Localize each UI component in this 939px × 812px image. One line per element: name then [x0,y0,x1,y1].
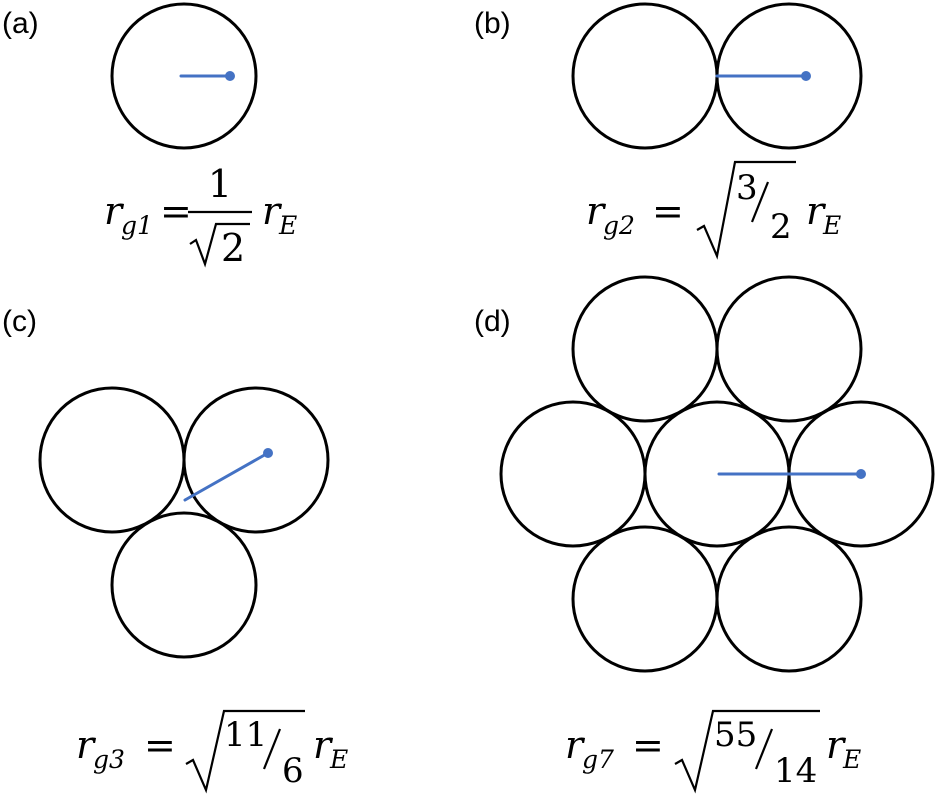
circle [571,525,719,673]
radius-line [183,451,270,502]
radius-endpoint-dot [856,469,866,479]
formula-d: r g7 = 55 14 r E [565,709,861,794]
formula-var: r [104,189,125,233]
formula-a: r g1 = 1 2 r E [104,162,297,270]
panel-a: (a) r g1 = 1 2 r E [2,2,297,270]
sqrt-sign [696,160,796,260]
circle [571,275,719,423]
formula-equals: = [632,723,664,767]
panel-label-d: (d) [474,305,511,338]
panel-label-a: (a) [2,7,39,40]
fraction-slash [750,181,770,223]
formula-tail-subscript: E [278,211,297,240]
formula-subscript: g7 [582,745,614,774]
fraction-slash [262,728,282,770]
circle [571,2,719,150]
fraction-slash [754,728,774,770]
formula-b: r g2 = 3 2 r E [586,160,841,260]
formula-tail-var: r [313,723,334,767]
formula-var: r [565,723,586,767]
formula-subscript: g3 [93,745,125,774]
panel-label-b: (b) [474,7,511,40]
circle [182,386,330,534]
circle [110,511,258,659]
formula-numerator: 1 [208,162,232,206]
formula-subscript: g1 [121,211,153,240]
panel-c: (c) r g3 = 11 6 r E [2,305,348,794]
formula-equals: = [652,189,684,233]
radius-endpoint-dot [263,448,273,458]
sqrt-sign [189,222,250,268]
formula-equals: = [160,189,192,233]
formula-tail-var: r [806,189,827,233]
panel-label-c: (c) [2,305,37,338]
formula-denominator: 6 [282,751,304,791]
formula-tail-subscript: E [822,211,841,240]
formula-tail-var: r [262,189,283,233]
formula-c: r g3 = 11 6 r E [76,709,348,794]
formula-numerator: 3 [736,168,758,208]
circle [499,400,647,548]
circle [715,525,863,673]
circle [715,275,863,423]
circle [110,2,258,150]
formula-denominator: 2 [770,207,792,247]
formula-numerator: 55 [714,715,757,755]
radius-endpoint-dot [801,71,811,81]
circle [38,386,186,534]
formula-numerator: 11 [224,715,267,755]
formula-radicand: 2 [221,226,245,270]
formula-denominator: 14 [774,751,817,791]
formula-equals: = [144,723,176,767]
radius-endpoint-dot [225,71,235,81]
formula-tail-subscript: E [842,745,861,774]
panel-b: (b) r g2 = 3 2 r E [474,2,863,260]
panel-d: (d) r g7 = 55 14 r E [474,275,935,794]
formula-tail-var: r [826,723,847,767]
sqrt-sign [674,709,820,794]
formula-var: r [76,723,97,767]
formula-var: r [586,189,607,233]
formula-tail-subscript: E [329,745,348,774]
formula-subscript: g2 [603,211,635,240]
sqrt-sign [185,709,305,794]
